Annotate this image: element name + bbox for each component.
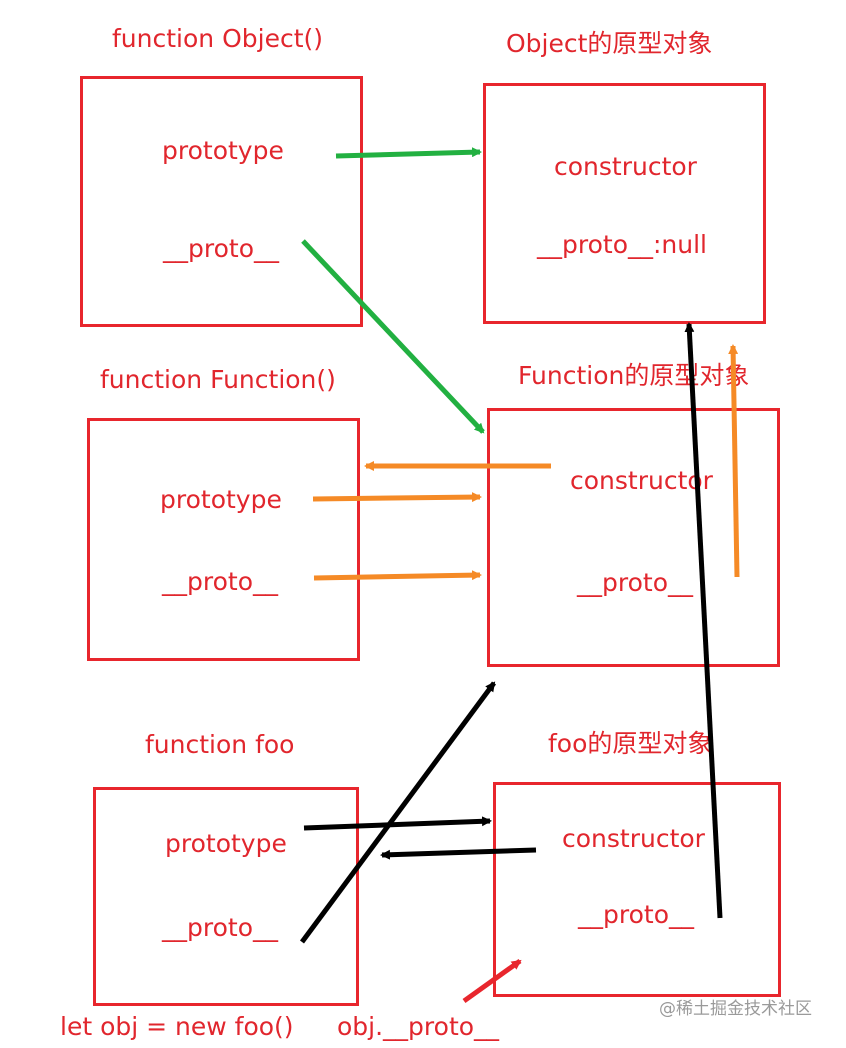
object-function-box xyxy=(80,76,363,327)
object-fn-proto-label: __proto__ xyxy=(163,234,279,263)
foo-fn-proto-label: __proto__ xyxy=(162,913,278,942)
object-fn-prototype-label: prototype xyxy=(162,136,284,165)
function-fn-proto-label: __proto__ xyxy=(162,567,278,596)
arrow-function-proto xyxy=(313,570,482,581)
function-function-box xyxy=(87,418,360,661)
function-prototype-box xyxy=(487,408,780,667)
title-function-function: function Function() xyxy=(100,365,336,394)
let-obj-label: let obj = new foo() xyxy=(60,1012,294,1041)
foo-proto-constructor-label: constructor xyxy=(562,824,705,853)
title-foo-prototype: foo的原型对象 xyxy=(548,729,713,758)
arrow-foo-constructor xyxy=(380,847,537,860)
object-prototype-box xyxy=(483,83,766,324)
arrow-foo-proto xyxy=(299,681,497,944)
function-fn-prototype-label: prototype xyxy=(160,485,282,514)
title-function-foo: function foo xyxy=(145,730,295,759)
arrow-function-proto-proto xyxy=(728,344,740,578)
object-proto-null-label: __proto__:null xyxy=(537,230,707,259)
arrow-obj-proto xyxy=(462,958,522,1004)
object-proto-constructor-label: constructor xyxy=(554,152,697,181)
foo-function-box xyxy=(93,787,359,1006)
foo-fn-prototype-label: prototype xyxy=(165,829,287,858)
title-object-prototype: Object的原型对象 xyxy=(506,29,713,58)
watermark: @稀土掘金技术社区 xyxy=(659,999,812,1019)
foo-prototype-box xyxy=(493,782,781,997)
arrow-foo-prototype xyxy=(303,816,492,831)
arrow-object-proto xyxy=(301,239,485,434)
arrow-object-prototype xyxy=(335,147,482,159)
function-proto-constructor-label: constructor xyxy=(570,466,713,495)
arrow-function-prototype xyxy=(312,492,482,503)
foo-proto-proto-label: __proto__ xyxy=(578,900,694,929)
title-function-prototype: Function的原型对象 xyxy=(518,361,750,390)
title-function-object: function Object() xyxy=(112,24,323,53)
obj-proto-label: obj.__proto__ xyxy=(337,1012,500,1041)
function-proto-proto-label: __proto__ xyxy=(577,568,693,597)
arrow-foo-proto-proto xyxy=(684,322,723,919)
